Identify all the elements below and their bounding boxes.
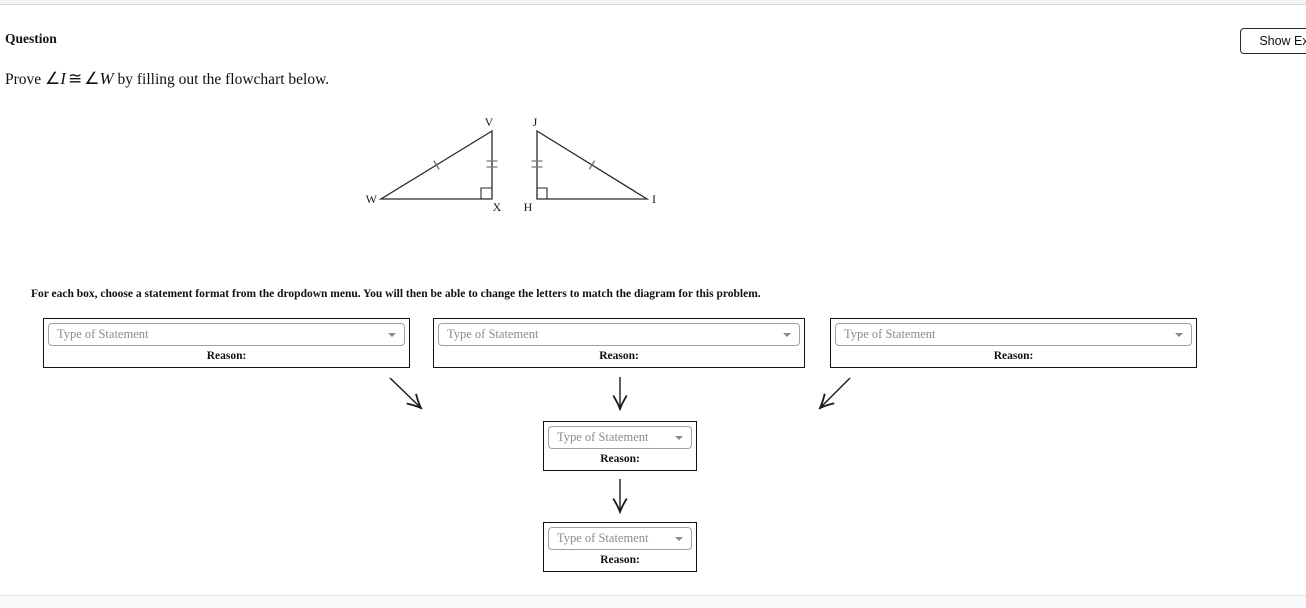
vertex-label-j: J — [533, 115, 538, 129]
math-expression: ∠I≅∠W — [45, 69, 114, 88]
chevron-down-icon — [783, 332, 791, 337]
triangles-diagram: V W X J H I — [366, 115, 656, 214]
statement-box-top-left: Type of Statement Reason: — [43, 318, 410, 368]
arrow-down-right — [389, 377, 421, 408]
dropdown-placeholder: Type of Statement — [57, 327, 149, 341]
right-angle-mark-x — [480, 187, 492, 199]
statement-dropdown-top-center[interactable]: Type of Statement — [438, 323, 800, 346]
arrow-down-left — [820, 377, 851, 408]
footer-bar — [0, 595, 1306, 608]
dropdown-placeholder: Type of Statement — [447, 327, 539, 341]
angle-symbol: ∠ — [45, 69, 61, 88]
prove-suffix: by filling out the flowchart below. — [113, 71, 330, 88]
statement-box-middle: Type of Statement Reason: — [543, 421, 697, 471]
single-tick-wv — [433, 160, 440, 170]
chevron-down-icon — [388, 332, 396, 337]
statement-dropdown-middle[interactable]: Type of Statement — [548, 426, 692, 449]
chevron-down-icon — [675, 536, 683, 541]
prove-statement: Prove ∠I≅∠W by filling out the flowchart… — [5, 69, 329, 89]
math-letter-i: I — [60, 69, 66, 88]
math-letter-w: W — [99, 69, 114, 88]
dropdown-placeholder: Type of Statement — [557, 531, 649, 545]
dropdown-placeholder: Type of Statement — [557, 430, 649, 444]
statement-dropdown-bottom[interactable]: Type of Statement — [548, 527, 692, 550]
statement-dropdown-top-right[interactable]: Type of Statement — [835, 323, 1192, 346]
vertex-label-w: W — [366, 192, 378, 206]
reason-label: Reason: — [599, 350, 639, 362]
page-title: Question — [5, 31, 57, 46]
vertex-label-v: V — [485, 115, 494, 129]
right-triangle — [531, 129, 650, 200]
vertex-label-i: I — [652, 192, 656, 206]
reason-label: Reason: — [600, 453, 640, 465]
statement-box-top-right: Type of Statement Reason: — [830, 318, 1197, 368]
show-example-button[interactable]: Show Example — [1240, 28, 1306, 54]
double-tick-jh — [531, 160, 543, 168]
chevron-down-icon — [675, 435, 683, 440]
single-tick-ji — [588, 160, 596, 170]
top-strip — [0, 0, 1306, 5]
vertex-label-h: H — [524, 200, 533, 214]
right-angle-mark-h — [537, 187, 548, 199]
statement-box-top-center: Type of Statement Reason: — [433, 318, 805, 368]
instruction-text: For each box, choose a statement format … — [31, 288, 761, 300]
vertex-label-x: X — [493, 200, 502, 214]
angle-symbol: ∠ — [84, 69, 100, 88]
chevron-down-icon — [1175, 332, 1183, 337]
reason-label: Reason: — [600, 554, 640, 566]
statement-dropdown-top-left[interactable]: Type of Statement — [48, 323, 405, 346]
reason-label: Reason: — [206, 350, 247, 362]
statement-box-bottom: Type of Statement Reason: — [543, 522, 697, 572]
dropdown-placeholder: Type of Statement — [844, 327, 936, 341]
left-triangle — [378, 129, 498, 200]
prove-prefix: Prove — [5, 71, 46, 88]
reason-label: Reason: — [993, 350, 1034, 362]
congruent-symbol: ≅ — [67, 69, 83, 88]
double-tick-vx — [486, 160, 498, 168]
